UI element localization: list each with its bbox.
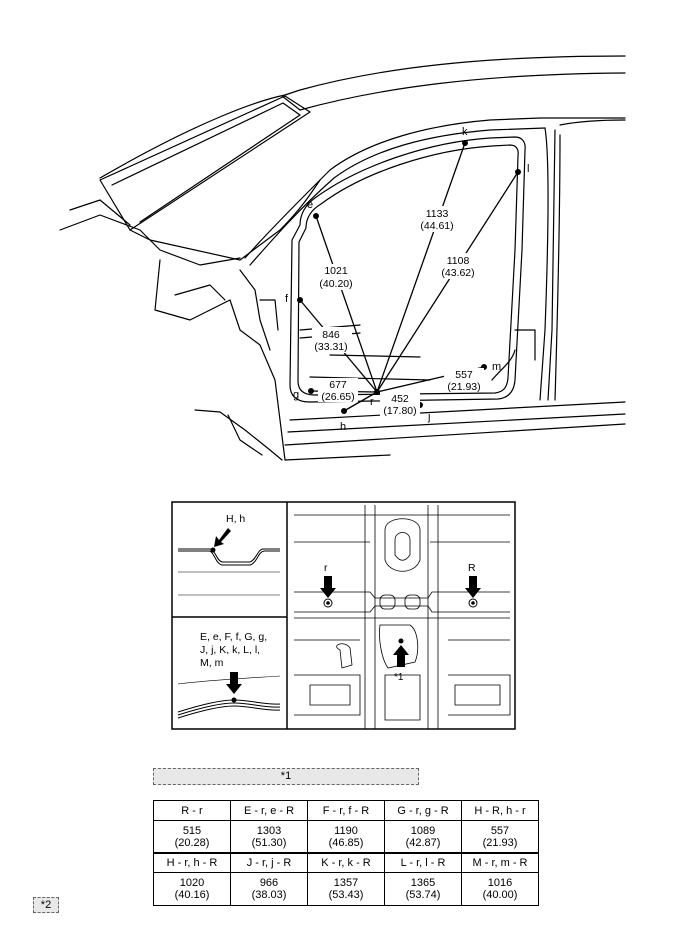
label-j: j: [427, 411, 430, 423]
body-side-diagram: e f g h j k l m r 1021 (40.20) 846 (33.3…: [59, 55, 626, 461]
table-cell: 1089(42.87): [384, 820, 462, 854]
meas-l-value: 1108: [447, 255, 470, 267]
meas-e-value: 1021: [324, 265, 348, 277]
meas-m-value: 557: [455, 369, 473, 381]
table-cell: 557(21.93): [461, 820, 539, 854]
meas-l-inch: (43.62): [441, 267, 474, 279]
label-r: r: [370, 396, 374, 408]
label-l: l: [527, 163, 529, 175]
table-cell: 1190(46.85): [307, 820, 385, 854]
point-l: [515, 169, 521, 175]
table-header: R - r: [153, 800, 231, 821]
point-k: [462, 140, 468, 146]
detail-view: H, h E, e, F, f, G, g, J, j, K, k, L, l,…: [171, 501, 516, 730]
table-header: M - r, m - R: [461, 852, 539, 873]
table-header: H - R, h - r: [461, 800, 539, 821]
table-cell: 1365(53.74): [384, 872, 462, 906]
label-e: e: [307, 199, 313, 211]
meas-e-inch: (40.20): [319, 278, 352, 290]
point-h: [341, 408, 347, 414]
table-cell: 1303(51.30): [230, 820, 308, 854]
others-label-2: J, j, K, k, L, l,: [200, 644, 260, 656]
meas-h-inch: (17.80): [383, 405, 416, 417]
meas-f-inch: (33.31): [314, 341, 347, 353]
arrow-icon: [226, 672, 242, 694]
label-k: k: [462, 126, 468, 138]
label-g: g: [293, 389, 299, 401]
table-cell: 515(20.28): [153, 820, 231, 854]
table-header: G - r, g - R: [384, 800, 462, 821]
others-label-3: M, m: [200, 657, 224, 669]
meas-g-inch: (26.65): [321, 391, 354, 403]
arrow-icon: [465, 576, 481, 598]
table-header: K - r, k - R: [307, 852, 385, 873]
meas-k-value: 1133: [426, 208, 449, 220]
table-cell: 966(38.03): [230, 872, 308, 906]
table-header: L - r, l - R: [384, 852, 462, 873]
arrow-icon: [320, 576, 336, 598]
corner-marker: *2: [33, 897, 59, 913]
table-cell: 1357(53.43): [307, 872, 385, 906]
table-header: E - r, e - R: [230, 800, 308, 821]
table-header: F - r, f - R: [307, 800, 385, 821]
label-f: f: [285, 293, 289, 305]
r-label: r: [324, 562, 328, 574]
table-cell: 1016(40.00): [461, 872, 539, 906]
meas-g-value: 677: [329, 379, 347, 391]
h-label: H, h: [226, 513, 245, 525]
meas-k-inch: (44.61): [420, 220, 453, 232]
meas-m-inch: (21.93): [447, 381, 480, 393]
note-box: *1: [153, 768, 419, 785]
point-r: [374, 389, 380, 395]
note-marker: *1: [394, 672, 404, 683]
R-label: R: [468, 562, 476, 574]
point-e: [313, 213, 319, 219]
table-header: J - r, j - R: [230, 852, 308, 873]
dimension-table-2: H - r, h - R J - r, j - R K - r, k - R L…: [153, 852, 539, 906]
meas-f-value: 846: [322, 329, 340, 341]
arrow-icon: [214, 528, 231, 547]
label-h: h: [340, 421, 346, 433]
arrow-icon: [393, 645, 409, 667]
point-g: [308, 388, 314, 394]
others-label-1: E, e, F, f, G, g,: [200, 631, 267, 643]
table-cell: 1020(40.16): [153, 872, 231, 906]
table-header: H - r, h - R: [153, 852, 231, 873]
point-f: [297, 297, 303, 303]
dimension-table-1: R - r E - r, e - R F - r, f - R G - r, g…: [153, 800, 539, 854]
label-m: m: [492, 361, 501, 373]
meas-h-value: 452: [391, 393, 409, 405]
